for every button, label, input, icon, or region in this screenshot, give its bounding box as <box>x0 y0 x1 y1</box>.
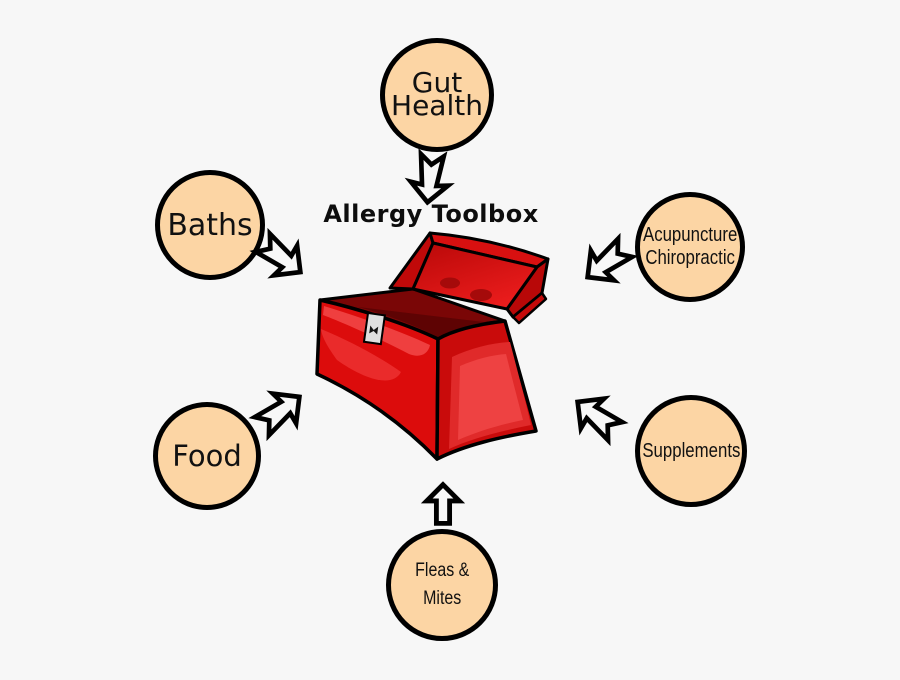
toolbox-highlight <box>458 354 523 440</box>
toolbox-lid-hole <box>470 289 492 301</box>
node-acupuncture-chiropractic: Acupuncture Chiropractic <box>635 192 745 302</box>
toolbox-lid-hole <box>440 277 460 289</box>
node-fleas-mites: Fleas & Mites <box>386 529 498 641</box>
node-food-label: Food <box>172 439 242 473</box>
toolbox-lid-tray <box>411 241 539 311</box>
node-fleas-mites-label: Fleas & Mites <box>414 560 470 609</box>
toolbox-illustration <box>315 231 550 461</box>
arrow-supplements-to-toolbox-icon <box>561 382 633 453</box>
arrow-fleas-mites-to-toolbox-icon <box>419 481 467 526</box>
toolbox-seam <box>435 338 440 460</box>
node-gut-health: Gut Health <box>380 38 494 152</box>
node-food: Food <box>153 402 261 510</box>
toolbox-highlight <box>321 329 401 381</box>
node-supplements-label: Supplements <box>641 439 741 462</box>
node-baths: Baths <box>155 170 265 280</box>
node-gut-health-label: Gut Health <box>391 66 483 122</box>
arrow-gut-health-to-toolbox-icon <box>404 148 455 208</box>
arrow-food-to-toolbox-icon <box>244 377 316 448</box>
toolbox-lid-rim <box>511 291 548 325</box>
toolbox-latch <box>362 311 386 346</box>
node-supplements: Supplements <box>635 395 747 507</box>
diagram-title: Allergy Toolbox <box>323 200 539 228</box>
node-acupuncture-chiropractic-label: Acupuncture Chiropractic <box>642 224 738 269</box>
toolbox-lid-right-wall <box>505 257 550 319</box>
arrow-baths-to-toolbox-icon <box>245 222 317 293</box>
node-baths-label: Baths <box>167 207 253 243</box>
arrow-acupuncture-to-toolbox-icon <box>571 227 643 298</box>
